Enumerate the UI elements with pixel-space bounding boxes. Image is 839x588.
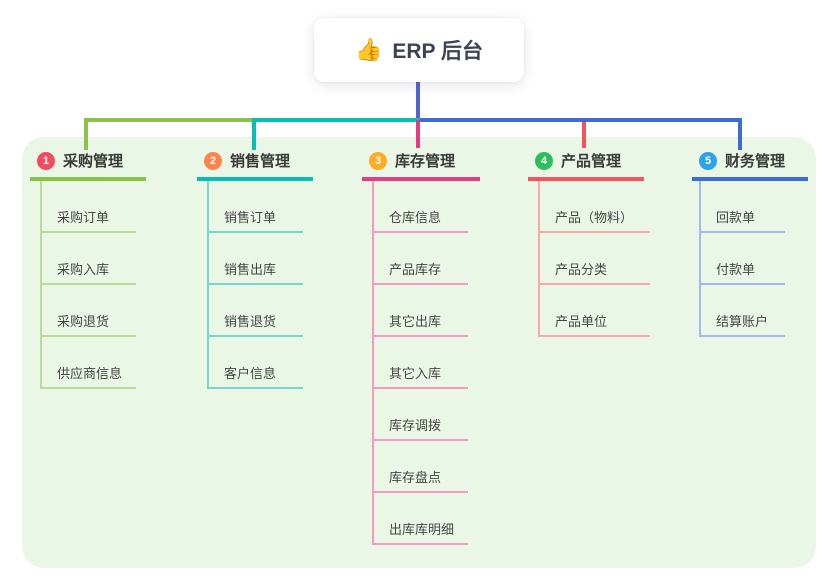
branch-sales: 2 销售管理 销售订单 销售出库 销售退货 客户信息 [197,148,313,389]
node-settlement-account[interactable]: 结算账户 [701,285,785,337]
node-sales-order[interactable]: 销售订单 [209,181,303,233]
badge-1: 1 [37,151,55,170]
node-supplier-info[interactable]: 供应商信息 [42,337,136,389]
node-other-inbound[interactable]: 其它入库 [374,337,468,389]
badge-2: 2 [204,151,222,170]
connector-root-drop [416,82,420,122]
connector-drop-sales [252,118,256,150]
node-other-outbound[interactable]: 其它出库 [374,285,468,337]
node-sales-outbound[interactable]: 销售出库 [209,233,303,285]
node-purchase-inbound[interactable]: 采购入库 [42,233,136,285]
connector-horizontal-green [84,118,254,122]
branch-finance: 5 财务管理 回款单 付款单 结算账户 [692,148,808,337]
node-product-stock[interactable]: 产品库存 [374,233,468,285]
node-purchase-order[interactable]: 采购订单 [42,181,136,233]
branch-product-label: 产品管理 [561,153,622,170]
node-receipt-bill[interactable]: 回款单 [701,181,785,233]
node-product-unit[interactable]: 产品单位 [540,285,650,337]
branch-product-header[interactable]: 4 产品管理 [528,148,644,181]
node-purchase-return[interactable]: 采购退货 [42,285,136,337]
branch-purchase-items: 采购订单 采购入库 采购退货 供应商信息 [40,181,136,389]
node-product-material[interactable]: 产品（物料） [540,181,650,233]
root-title: ERP 后台 [392,40,484,63]
connector-drop-purchase [84,118,88,150]
branch-purchase-header[interactable]: 1 采购管理 [30,148,146,181]
branch-finance-header[interactable]: 5 财务管理 [692,148,808,181]
node-outbound-detail[interactable]: 出库库明细 [374,493,468,545]
connector-horizontal-teal [254,118,420,122]
node-payment-bill[interactable]: 付款单 [701,233,785,285]
connector-drop-inventory [416,120,420,148]
branch-finance-items: 回款单 付款单 结算账户 [699,181,785,337]
branch-inventory-items: 仓库信息 产品库存 其它出库 其它入库 库存调拨 库存盘点 出库库明细 [372,181,468,545]
branch-inventory-label: 库存管理 [395,153,456,170]
connector-drop-product [582,122,586,148]
node-stock-transfer[interactable]: 库存调拨 [374,389,468,441]
branch-product: 4 产品管理 产品（物料） 产品分类 产品单位 [528,148,650,337]
branch-finance-label: 财务管理 [725,153,786,170]
branch-inventory-header[interactable]: 3 库存管理 [362,148,480,181]
thumbs-up-icon: 👍 [354,37,383,62]
badge-3: 3 [369,151,387,170]
branch-sales-items: 销售订单 销售出库 销售退货 客户信息 [207,181,303,389]
node-product-category[interactable]: 产品分类 [540,233,650,285]
node-customer-info[interactable]: 客户信息 [209,337,303,389]
node-sales-return[interactable]: 销售退货 [209,285,303,337]
branch-sales-label: 销售管理 [230,153,291,170]
badge-5: 5 [699,151,717,170]
node-stock-taking[interactable]: 库存盘点 [374,441,468,493]
branch-purchase-label: 采购管理 [63,153,124,170]
branch-product-items: 产品（物料） 产品分类 产品单位 [538,181,650,337]
node-warehouse-info[interactable]: 仓库信息 [374,181,468,233]
root-node-erp[interactable]: 👍 ERP 后台 [314,18,524,82]
branch-sales-header[interactable]: 2 销售管理 [197,148,313,181]
branch-purchase: 1 采购管理 采购订单 采购入库 采购退货 供应商信息 [30,148,146,389]
connector-drop-finance [738,118,742,150]
badge-4: 4 [535,151,553,170]
branch-inventory: 3 库存管理 仓库信息 产品库存 其它出库 其它入库 库存调拨 库存盘点 出库库… [362,148,480,545]
branches-panel [22,137,816,568]
connector-horizontal-blue [420,118,742,122]
